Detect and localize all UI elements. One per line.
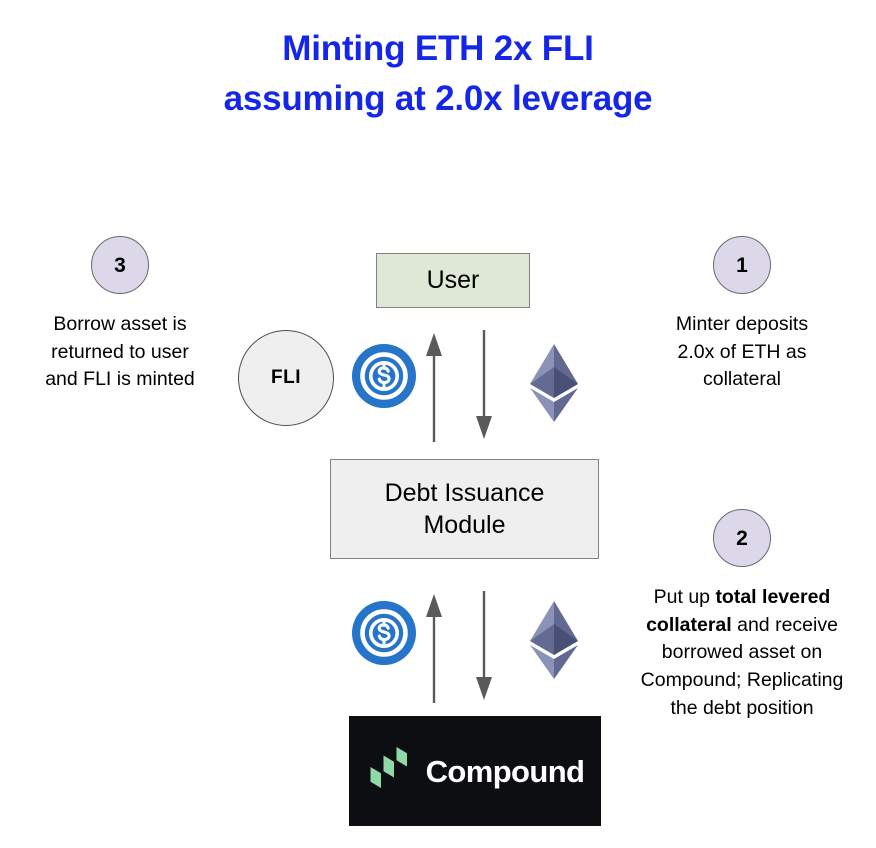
fli-token-node: FLI [238,330,334,426]
compound-node: Compound [349,716,601,826]
ethereum-diamond-icon [527,600,581,680]
step-badge-2-number: 2 [736,526,748,550]
step-badge-2: 2 [713,509,771,567]
step-badge-3-number: 3 [114,253,126,277]
arrow-up-icon [424,330,444,442]
step-1-description: Minter deposits 2.0x of ETH as collatera… [634,311,850,394]
step-2-text-plain-2: and receive borrowed asset on Compound; … [640,613,844,719]
step-badge-3: 3 [91,236,149,294]
page-title: Minting ETH 2x FLI assuming at 2.0x leve… [0,24,876,123]
step-2-text-plain-1: Put up [653,586,716,608]
step-3-line-1: Borrow asset is [53,313,187,335]
usdc-coin-icon [351,600,417,666]
arrow-down-icon [474,330,494,442]
usdc-coin-icon [351,343,417,409]
fli-token-label: FLI [271,367,301,388]
step-2-text-bold-1: total [715,586,757,608]
page-title-line-2: assuming at 2.0x leverage [223,78,653,118]
step-3-line-3: and FLI is minted [45,368,195,391]
arrow-down-icon [474,591,494,703]
debt-issuance-module-label-line-1: Debt Issuance [384,478,545,507]
user-node-label: User [426,266,480,294]
step-badge-1: 1 [713,236,771,294]
user-node: User [376,253,530,308]
compound-wordmark: Compound [425,753,585,789]
debt-issuance-module-node: Debt Issuance Module [330,459,599,559]
step-3-description: Borrow asset is returned to user and FLI… [8,311,232,394]
step-badge-1-number: 1 [736,253,748,277]
step-1-line-1: Minter deposits [675,313,809,335]
compound-logo-icon [366,744,412,799]
step-1-line-2: 2.0x of ETH as [677,340,807,363]
step-2-description: Put up total levered collateral and rece… [630,584,854,722]
step-2-text-bold-2: levered collateral [646,586,831,636]
page-title-line-1: Minting ETH 2x FLI [282,29,594,68]
ethereum-diamond-icon [527,343,581,423]
step-3-line-2: returned to user [51,340,189,363]
debt-issuance-module-label-line-2: Module [423,511,506,539]
arrow-up-icon [424,591,444,703]
step-1-line-3: collateral [702,368,782,391]
